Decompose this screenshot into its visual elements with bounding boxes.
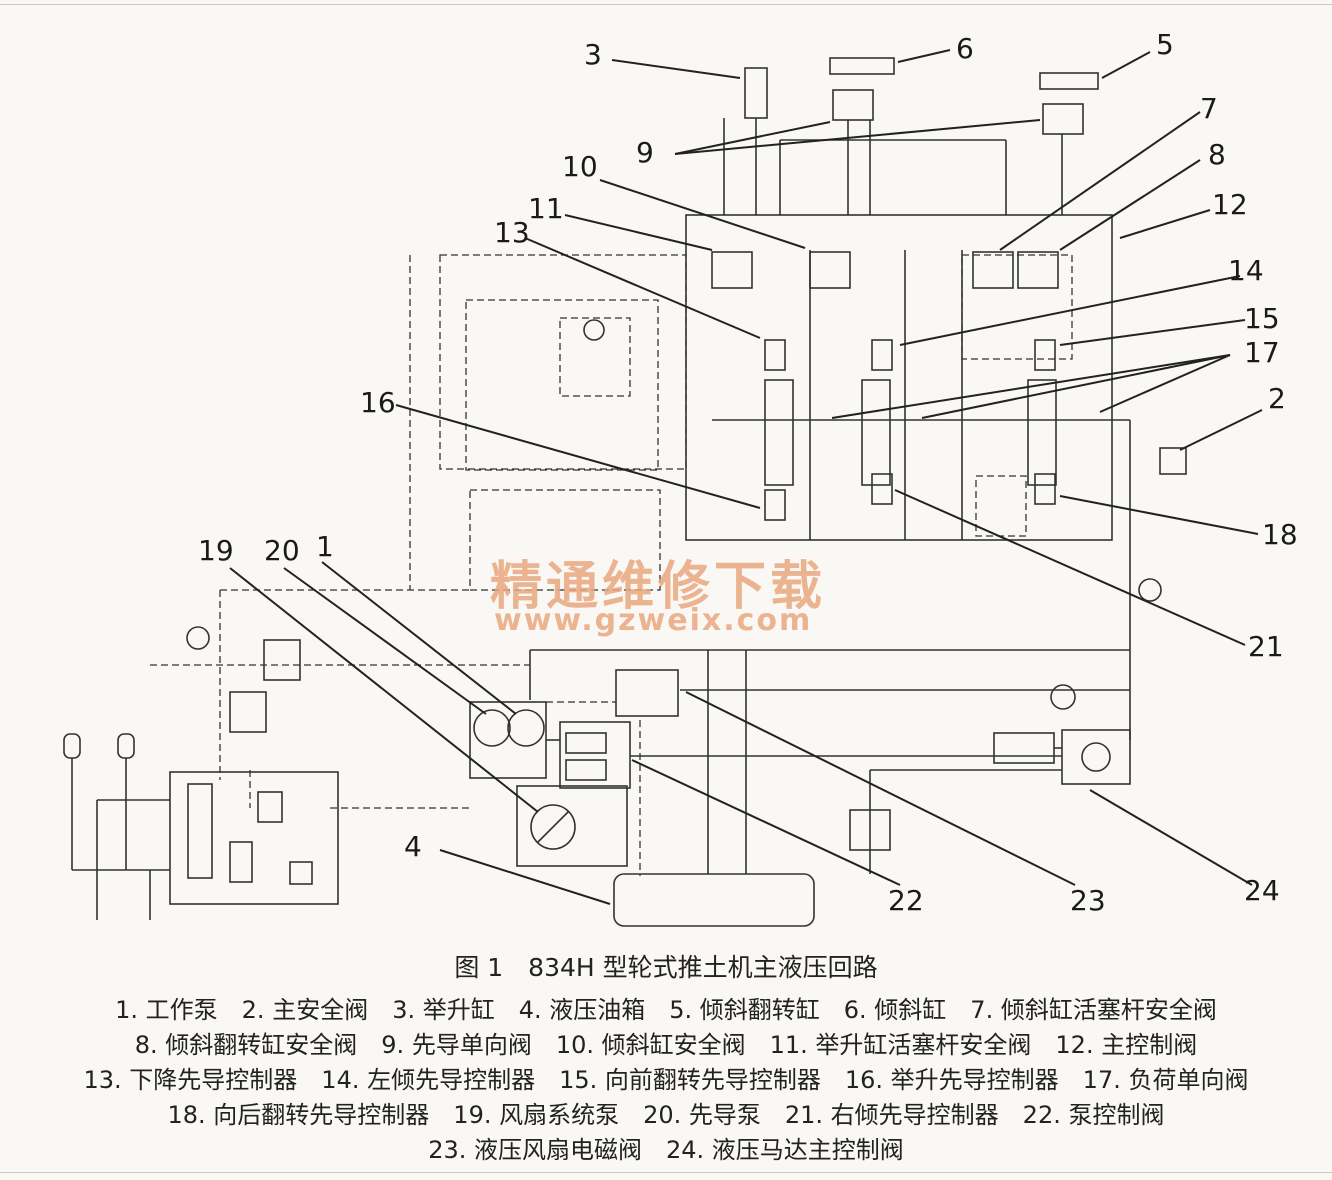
watermark-url: www.gzweix.com <box>494 603 813 638</box>
legend-line-3: 13. 下降先导控制器 14. 左倾先导控制器 15. 向前翻转先导控制器 16… <box>83 1066 1249 1094</box>
lift-cylinder-3 <box>744 67 768 119</box>
callout-8: 8 <box>1208 138 1226 171</box>
legend-line-1: 1. 工作泵 2. 主安全阀 3. 举升缸 4. 液压油箱 5. 倾斜翻转缸 6… <box>115 996 1217 1024</box>
callout-17: 17 <box>1244 336 1280 369</box>
callout-2: 2 <box>1268 382 1286 415</box>
callout-4: 4 <box>404 830 422 863</box>
callout-20: 20 <box>264 534 300 567</box>
tilt-cylinder-6 <box>829 57 895 75</box>
callout-18: 18 <box>1262 518 1298 551</box>
legend-line-5: 23. 液压风扇电磁阀 24. 液压马达主控制阀 <box>428 1136 904 1164</box>
callout-13: 13 <box>494 216 530 249</box>
callout-1: 1 <box>316 530 334 563</box>
callout-16: 16 <box>360 386 396 419</box>
callout-9: 9 <box>636 136 654 169</box>
pilot-check-valve-b <box>1042 103 1084 135</box>
callout-23: 23 <box>1070 884 1106 917</box>
tilt-dump-cylinder-5 <box>1039 72 1099 90</box>
figure-title: 图 1 834H 型轮式推土机主液压回路 <box>454 953 878 982</box>
callout-5: 5 <box>1156 28 1174 61</box>
callout-14: 14 <box>1228 254 1264 287</box>
legend-line-4: 18. 向后翻转先导控制器 19. 风扇系统泵 20. 先导泵 21. 右倾先导… <box>167 1101 1165 1129</box>
callout-3: 3 <box>584 38 602 71</box>
callout-19: 19 <box>198 534 234 567</box>
watermark-text: 精通维修下载 <box>490 557 827 617</box>
pilot-check-valve-a <box>832 89 874 121</box>
bottom-border <box>0 1172 1332 1173</box>
fan-pump-box <box>516 785 628 867</box>
callout-24: 24 <box>1244 874 1280 907</box>
callout-15: 15 <box>1244 302 1280 335</box>
callout-22: 22 <box>888 884 924 917</box>
callout-21: 21 <box>1248 630 1284 663</box>
hydraulic-tank-4 <box>613 873 815 927</box>
callout-12: 12 <box>1212 188 1248 221</box>
top-border <box>0 4 1332 5</box>
callout-6: 6 <box>956 32 974 65</box>
callout-11: 11 <box>528 192 564 225</box>
callout-10: 10 <box>562 150 598 183</box>
callout-7: 7 <box>1200 92 1218 125</box>
legend-line-2: 8. 倾斜翻转缸安全阀 9. 先导单向阀 10. 倾斜缸安全阀 11. 举升缸活… <box>134 1031 1198 1059</box>
